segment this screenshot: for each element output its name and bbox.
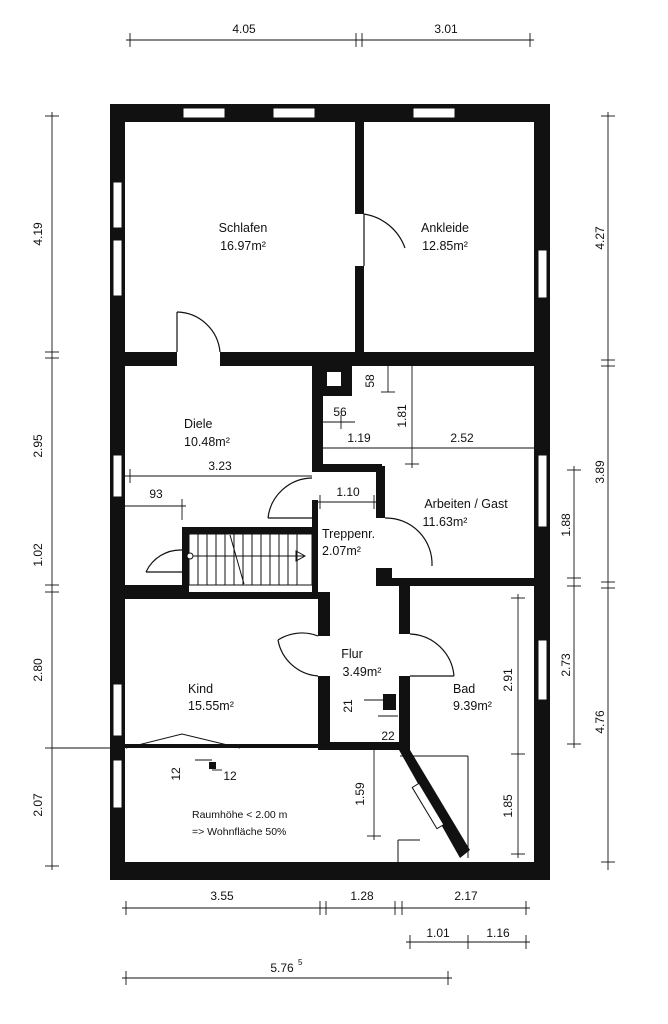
inner-walls: [125, 122, 534, 858]
room-schlafen-name: Schlafen: [219, 221, 268, 235]
dim-323: 3.23: [208, 459, 232, 473]
room-diele-area: 10.48m²: [184, 435, 230, 449]
room-flur-area: 3.49m²: [343, 665, 382, 679]
dimension-lines: [45, 33, 615, 985]
dimension-labels: 4.05 3.01 4.19 2.95 1.02 2.80 2.07 4.27 …: [31, 22, 607, 975]
note-line-1: Raumhöhe < 2.00 m: [192, 809, 288, 821]
room-arbeiten-name: Arbeiten / Gast: [424, 497, 508, 511]
dim-shaft-width: 56: [333, 405, 347, 419]
room-treppe-name: Treppenr.: [322, 527, 375, 541]
room-arbeiten-area: 11.63m²: [423, 515, 468, 529]
room-bad-name: Bad: [453, 682, 475, 696]
dim-bottom-1: 3.55: [210, 889, 234, 903]
dim-left-4: 2.80: [31, 658, 45, 682]
room-ankleide-area: 12.85m²: [422, 239, 468, 253]
dim-93: 93: [149, 487, 163, 501]
dim-total: 5.76: [270, 961, 294, 975]
room-schlafen-area: 16.97m²: [220, 239, 266, 253]
dim-left-5: 2.07: [31, 793, 45, 817]
room-flur-name: Flur: [341, 647, 363, 661]
dim-291: 2.91: [501, 668, 515, 692]
dim-252: 2.52: [450, 431, 474, 445]
room-labels: Schlafen 16.97m² Ankleide 12.85m² Diele …: [184, 221, 508, 838]
dim-total-superscript: 5: [298, 958, 303, 967]
dim-left-2: 2.95: [31, 434, 45, 458]
dim-12-a: 12: [169, 767, 183, 781]
dim-21: 21: [341, 699, 355, 713]
dim-shaft-height: 58: [363, 374, 377, 388]
outer-walls: [110, 104, 550, 880]
dim-right-1: 4.27: [593, 226, 607, 250]
dim-185: 1.85: [501, 794, 515, 818]
dim-bottom-3: 2.17: [454, 889, 478, 903]
dim-right-5: 4.76: [593, 710, 607, 734]
dim-right-3: 1.88: [559, 513, 573, 537]
dim-right-4: 2.73: [559, 653, 573, 677]
dim-110: 1.10: [336, 485, 360, 499]
room-kind-name: Kind: [188, 682, 213, 696]
note-line-2: => Wohnfläche 50%: [192, 826, 286, 838]
room-kind-area: 15.55m²: [188, 699, 234, 713]
doors: [145, 213, 455, 677]
room-treppe-area: 2.07m²: [322, 544, 361, 558]
dim-top-left: 4.05: [232, 22, 256, 36]
dim-12-b: 12: [223, 769, 237, 783]
dim-top-right: 3.01: [434, 22, 458, 36]
room-diele-name: Diele: [184, 417, 213, 431]
dim-left-1: 4.19: [31, 222, 45, 246]
dim-bottom-2: 1.28: [350, 889, 374, 903]
room-bad-area: 9.39m²: [453, 699, 492, 713]
dim-bottom-5: 1.16: [486, 926, 510, 940]
dim-159: 1.59: [353, 782, 367, 806]
dim-119: 1.19: [347, 431, 371, 445]
dim-right-2: 3.89: [593, 460, 607, 484]
room-ankleide-name: Ankleide: [421, 221, 469, 235]
dim-22: 22: [381, 729, 395, 743]
ceiling-lines: [125, 733, 469, 862]
dim-left-3: 1.02: [31, 543, 45, 567]
dim-bottom-4: 1.01: [426, 926, 450, 940]
staircase: [186, 533, 313, 586]
windows: [112, 107, 548, 809]
dim-181: 1.81: [395, 404, 409, 428]
